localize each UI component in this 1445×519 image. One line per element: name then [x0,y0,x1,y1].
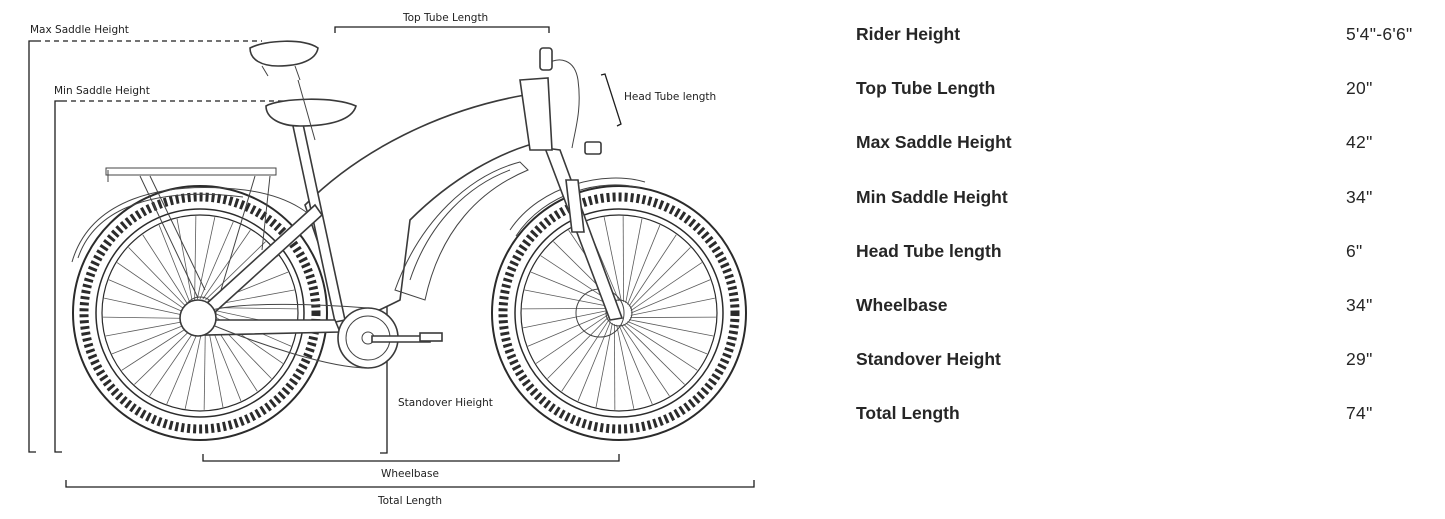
label-head-tube-length: Head Tube length [624,91,716,103]
label-max-saddle-height: Max Saddle Height [30,24,129,36]
spec-value: 20" [1346,78,1373,99]
spec-label: Head Tube length [856,240,1002,261]
spec-value: 6" [1346,240,1363,261]
label-min-saddle-height: Min Saddle Height [54,85,150,97]
spec-value: 42" [1346,132,1373,153]
label-total-length: Total Length [377,495,442,507]
label-top-tube-length: Top Tube Length [402,12,488,24]
spec-row: Min Saddle Height 34" [856,171,1436,225]
spec-label: Min Saddle Height [856,186,1008,207]
spec-value: 29" [1346,349,1373,370]
spec-row: Top Tube Length 20" [856,62,1436,116]
spec-value: 34" [1346,186,1373,207]
spec-row: Rider Height 5'4"-6'6" [856,8,1436,62]
spec-label: Top Tube Length [856,78,996,99]
spec-row: Wheelbase 34" [856,279,1436,333]
spec-label: Max Saddle Height [856,132,1012,153]
bike-geometry-diagram: Max Saddle Height Top Tube Length Min Sa… [28,12,755,507]
spec-value: 34" [1346,294,1373,315]
front-wheel [491,185,747,441]
spec-row: Total Length 74" [856,387,1436,441]
spec-label: Standover Height [856,349,1001,370]
spec-label: Wheelbase [856,294,948,315]
spec-row: Head Tube length 6" [856,225,1436,279]
spec-label: Total Length [856,403,960,424]
spec-value: 5'4"-6'6" [1346,24,1413,44]
label-standover-height: Standover Hieight [398,397,493,409]
spec-table: Rider Height 5'4"-6'6" Top Tube Length 20" M… [856,8,1436,442]
spec-value: 74" [1346,403,1373,424]
spec-label: Rider Height [856,24,961,44]
spec-row: Max Saddle Height 42" [856,116,1436,170]
label-wheelbase: Wheelbase [381,468,439,480]
spec-row: Standover Height 29" [856,333,1436,387]
bike-illustration [71,40,747,441]
